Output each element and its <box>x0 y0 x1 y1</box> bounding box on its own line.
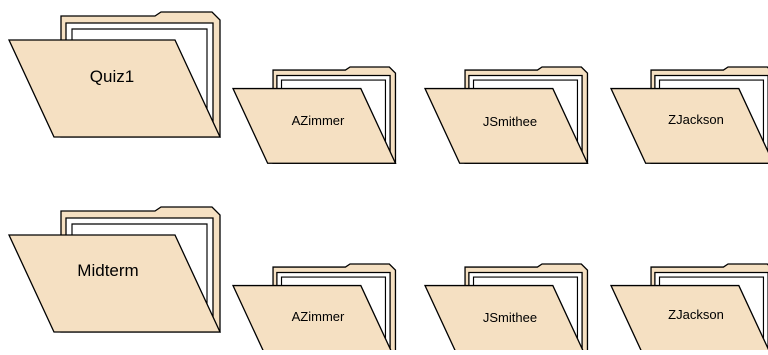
folder-label: JSmithee <box>483 310 537 325</box>
folder-zjackson-quiz1[interactable]: ZJackson <box>609 66 768 164</box>
folder-azimmer-midterm[interactable]: AZimmer <box>231 263 397 355</box>
folder-front-flap <box>7 234 222 333</box>
folder-front-flap <box>609 87 768 164</box>
open-folder-icon <box>423 263 589 355</box>
folder-label: ZJackson <box>668 307 724 322</box>
open-folder-icon <box>231 263 397 355</box>
folder-front-flap <box>231 87 397 164</box>
folder-front-flap <box>423 284 586 355</box>
folder-label: Midterm <box>77 261 138 280</box>
folder-shape-group <box>7 206 222 333</box>
folder-label: JSmithee <box>483 114 537 129</box>
folder-shape-group <box>423 66 589 164</box>
open-folder-icon <box>609 66 768 164</box>
open-folder-icon <box>7 11 222 138</box>
folder-label: ZJackson <box>668 112 724 127</box>
folder-shape-group <box>423 263 589 355</box>
folder-azimmer-quiz1[interactable]: AZimmer <box>231 66 397 164</box>
folder-quiz1[interactable]: Quiz1 <box>7 11 222 138</box>
folder-shape-group <box>609 263 768 355</box>
folder-front-flap <box>609 284 768 355</box>
folder-shape-group <box>231 66 397 164</box>
folder-jsmithee-midterm[interactable]: JSmithee <box>423 263 589 355</box>
folder-label: Quiz1 <box>90 67 134 86</box>
folder-midterm[interactable]: Midterm <box>7 206 222 333</box>
open-folder-icon <box>7 206 222 333</box>
folder-shape-group <box>609 66 768 164</box>
folder-front-flap <box>231 284 394 355</box>
folder-front-flap <box>423 87 589 164</box>
folder-jsmithee-quiz1[interactable]: JSmithee <box>423 66 589 164</box>
folder-label: AZimmer <box>292 309 345 324</box>
open-folder-icon <box>231 66 397 164</box>
open-folder-icon <box>423 66 589 164</box>
folder-front-flap <box>7 39 222 138</box>
folder-shape-group <box>7 11 222 138</box>
folder-label: AZimmer <box>292 113 345 128</box>
folder-shape-group <box>231 263 397 355</box>
open-folder-icon <box>609 263 768 355</box>
folder-zjackson-midterm[interactable]: ZJackson <box>609 263 768 355</box>
